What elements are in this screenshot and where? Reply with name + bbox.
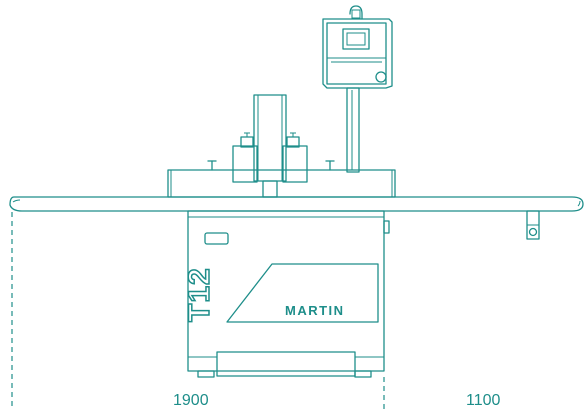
machine-cabinet (187, 210, 390, 378)
dimension-label-1100: 1100 (466, 392, 501, 409)
spindle-fence-icon (232, 94, 308, 198)
control-panel-icon (322, 5, 393, 89)
dimension-label-1900: 1900 (173, 392, 209, 409)
hand-wheel-icon (207, 160, 335, 171)
control-panel-column (346, 87, 360, 173)
table-bracket (526, 210, 540, 240)
table-top (9, 196, 584, 212)
model-label: T12 (183, 267, 216, 322)
brand-label: MARTIN (285, 303, 345, 318)
